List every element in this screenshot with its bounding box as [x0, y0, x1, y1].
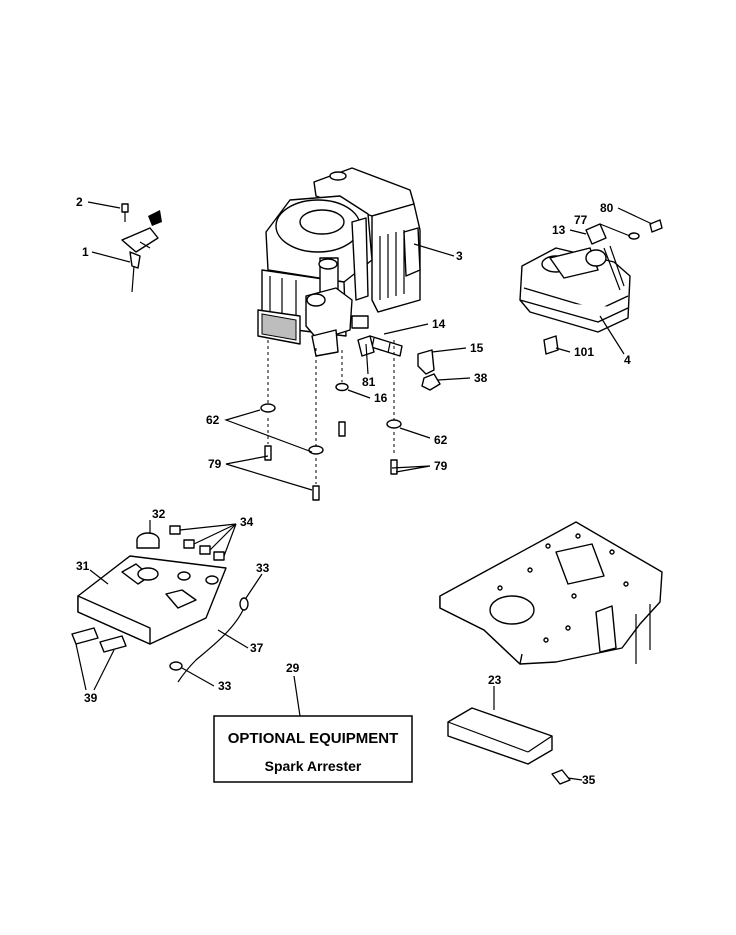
- callout-14: 14: [432, 317, 446, 331]
- callout-3: 3: [456, 249, 463, 263]
- callout-62-left: 62: [206, 413, 220, 427]
- muffler-part: [519, 219, 663, 355]
- leader-lines: [75, 201, 653, 781]
- callout-81: 81: [362, 375, 376, 389]
- optional-equipment-title: OPTIONAL EQUIPMENT: [228, 730, 399, 747]
- callout-79-right: 79: [434, 459, 448, 473]
- callout-29: 29: [286, 661, 300, 675]
- callout-101: 101: [574, 345, 594, 359]
- callout-labels: 2 1 3 80 77 13 4 101 14 15 38 81 16 62 6…: [76, 195, 631, 787]
- washers-bolts: [260, 382, 402, 501]
- callout-39: 39: [84, 691, 98, 705]
- callout-33-top: 33: [256, 561, 270, 575]
- callout-1: 1: [82, 245, 89, 259]
- chassis-block-part: [71, 525, 227, 653]
- optional-equipment-box: OPTIONAL EQUIPMENT Spark Arrester: [213, 715, 413, 783]
- callout-15: 15: [470, 341, 484, 355]
- mounting-lines: [267, 340, 395, 484]
- callout-16: 16: [374, 391, 388, 405]
- callout-62-right: 62: [434, 433, 448, 447]
- engine-part: [257, 167, 421, 357]
- callout-13: 13: [552, 223, 566, 237]
- callout-35: 35: [582, 773, 596, 787]
- callout-80: 80: [600, 201, 614, 215]
- callout-4: 4: [624, 353, 631, 367]
- throttle-control-part: [121, 203, 162, 293]
- callout-34: 34: [240, 515, 254, 529]
- callout-32: 32: [152, 507, 166, 521]
- callout-79-left: 79: [208, 457, 222, 471]
- callout-2: 2: [76, 195, 83, 209]
- callout-33-bottom: 33: [218, 679, 232, 693]
- hose-part: [169, 597, 249, 683]
- callout-38: 38: [474, 371, 488, 385]
- callout-31: 31: [76, 559, 90, 573]
- frame-part: [439, 521, 663, 665]
- spark-arrester-part: [447, 707, 571, 785]
- callout-77: 77: [574, 213, 588, 227]
- callout-37: 37: [250, 641, 264, 655]
- spark-arrester-label: Spark Arrester: [265, 758, 362, 774]
- callout-23: 23: [488, 673, 502, 687]
